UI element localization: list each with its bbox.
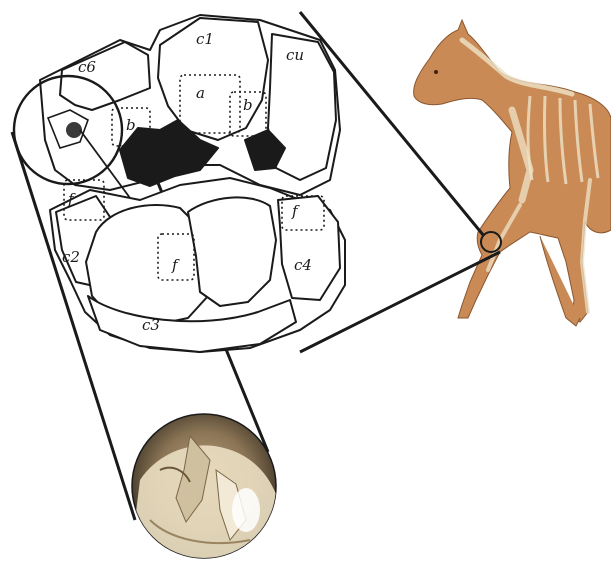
- horse-eye: [434, 70, 438, 74]
- label-c6: c6: [78, 58, 96, 76]
- label-a: a: [196, 84, 205, 102]
- label-c2: c2: [62, 248, 80, 266]
- label-c1: c1: [196, 30, 214, 48]
- label-c4: c4: [294, 256, 312, 274]
- arthroscopic-view: [130, 414, 276, 560]
- label-cu: cu: [286, 46, 304, 64]
- label-b-left: b: [126, 116, 136, 134]
- bone-c4: [278, 196, 340, 300]
- label-b-right: b: [243, 96, 253, 114]
- label-c3: c3: [142, 316, 160, 334]
